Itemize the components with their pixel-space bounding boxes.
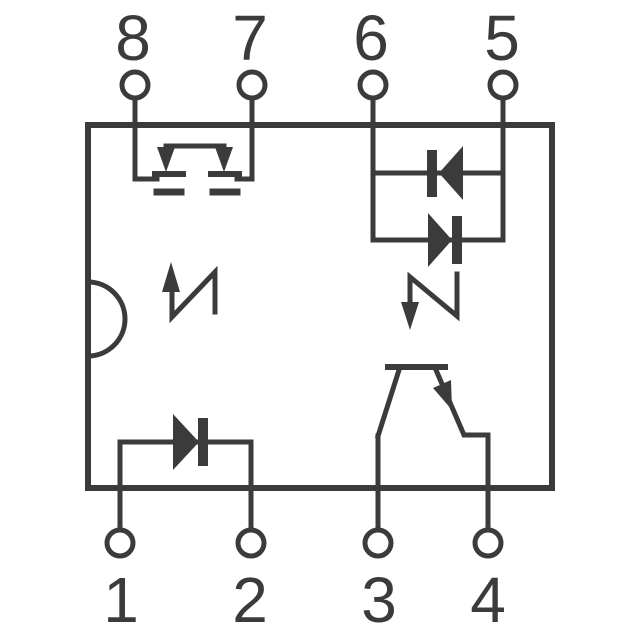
transistor-emitter-line [432, 366, 491, 438]
pin-8-terminal [119, 69, 151, 101]
led-pair-icon [370, 146, 506, 267]
pin-6-terminal [357, 69, 389, 101]
transistor-emitter-arrowhead-icon [433, 380, 452, 410]
pin-2-terminal [235, 527, 267, 559]
lower-diode-cathode-bar [452, 216, 462, 264]
pin-8-label: 8 [115, 2, 151, 74]
light-arrow-up-icon [162, 262, 218, 324]
detector-left-arrowhead-icon [157, 147, 175, 172]
light-arrow-down-icon [401, 271, 460, 330]
pin-5-label: 5 [484, 2, 520, 74]
pin-4-terminal [362, 527, 394, 559]
lower-diode-triangle-icon [428, 213, 452, 267]
led-cathode-bar [198, 418, 208, 466]
light-arrow-down-zigzag [407, 271, 460, 322]
ic-body-outline [85, 122, 555, 491]
pin-1-terminal [104, 527, 136, 559]
pin-7-lead [234, 95, 255, 182]
pin-8-lead [132, 95, 160, 182]
pin-labels: 8 7 6 5 1 2 3 4 [103, 2, 520, 636]
pin1-notch-icon [85, 279, 128, 359]
phototransistor-icon [374, 364, 491, 440]
pin-1-label: 1 [103, 564, 139, 636]
dual-photodetector-icon [152, 143, 242, 196]
light-arrow-up-zigzag [169, 265, 218, 324]
pin-6-label: 6 [353, 2, 389, 74]
pin-3-label: 3 [361, 564, 397, 636]
transistor-collector-line [374, 366, 403, 440]
light-arrow-down-head [401, 302, 419, 330]
upper-diode-triangle-icon [439, 146, 463, 200]
pin-5-terminal [487, 69, 519, 101]
pin-7-label: 7 [232, 2, 268, 74]
upper-diode-cathode-bar [427, 150, 437, 197]
light-arrow-up-head [162, 262, 180, 292]
pin-2-label: 2 [232, 564, 268, 636]
led-triangle-icon [173, 414, 199, 470]
pin-7-terminal [236, 69, 268, 101]
pin-4-terminal [472, 527, 504, 559]
led-icon [117, 414, 254, 470]
detector-top-wire [163, 143, 227, 155]
pin-4-label: 4 [470, 564, 506, 636]
detector-right-arrowhead-icon [215, 147, 233, 172]
